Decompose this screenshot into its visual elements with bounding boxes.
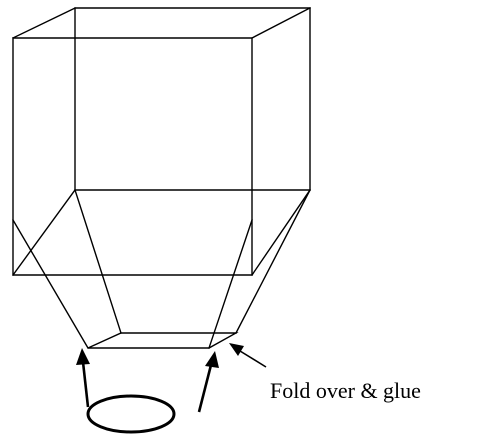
funnel-edge-back-right [235, 189, 311, 334]
box-edge-top-right [251, 7, 311, 39]
arrow-icon-right [197, 351, 219, 413]
upper-box [12, 7, 311, 276]
box-edge-top-left [12, 7, 76, 39]
box-edge-bottom-left [12, 189, 76, 276]
box-edge-bottom-right [251, 189, 311, 276]
funnel-edge-front-right [208, 219, 253, 349]
box-front-face [12, 37, 253, 276]
funnel-edge-front-left [12, 219, 89, 349]
fold-over-label: Fold over & glue [270, 378, 421, 403]
arrow-icon-left [76, 348, 90, 408]
ellipse-opening-icon [86, 394, 176, 434]
funnel-edge-back-left [74, 189, 122, 334]
fold-pointer-arrow-icon [229, 343, 267, 368]
funnel [12, 189, 311, 349]
box-back-face [74, 7, 311, 191]
